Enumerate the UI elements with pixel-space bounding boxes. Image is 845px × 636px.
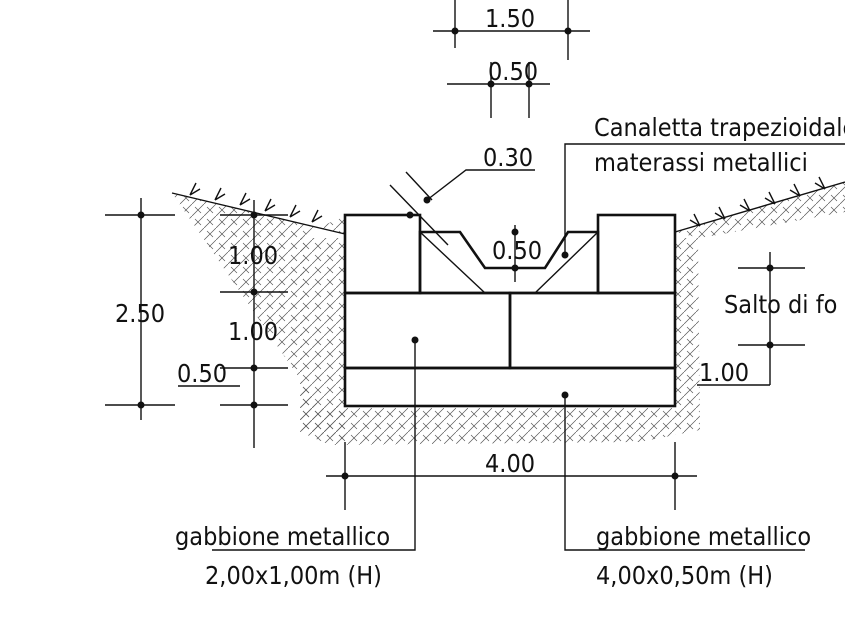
gabion-middle-left [343, 291, 512, 370]
gabion-right-leader [564, 395, 805, 551]
dim-channel-depth-label: 0.50 [492, 236, 542, 265]
gabion-upper-right [596, 213, 677, 295]
channel-label-line2: materassi metallici [594, 148, 808, 177]
dim-top-channel-label: 0.50 [488, 57, 538, 86]
gabion-middle-right [508, 291, 677, 370]
dim-upper-layer-label: 1.00 [228, 241, 278, 270]
gabion-left-leader [212, 340, 416, 551]
dim-base-width-label: 4.00 [485, 449, 535, 478]
ground-line-right [674, 181, 845, 233]
gabion-right-label-line1: gabbione metallico [596, 522, 811, 551]
dim-total-height-label: 2.50 [115, 299, 165, 328]
soil-hatch-excavation [300, 238, 700, 445]
channel-inner-outline [419, 231, 599, 294]
gabion-base [343, 366, 677, 408]
gabion-left-label-line2: 2,00x1,00m (H) [205, 561, 382, 590]
dim-middle-layer-label: 1.00 [228, 317, 278, 346]
grass-symbols-right [689, 176, 826, 227]
soil-hatch-right-bank [675, 182, 845, 238]
gabion-right-label-line2: 4,00x0,50m (H) [596, 561, 773, 590]
gabion-upper-left [343, 213, 422, 295]
drop-label: Salto di fo [724, 290, 837, 319]
dim-slope [389, 169, 535, 246]
gabion-left-label-line1: gabbione metallico [175, 522, 390, 551]
ground-line-left [171, 192, 346, 235]
dim-drop-height-label: 1.00 [699, 358, 749, 387]
dim-top-channel [447, 62, 550, 118]
grass-symbols-left [189, 182, 323, 223]
channel-label-leader [564, 143, 845, 255]
dim-base-layer-label: 0.50 [177, 359, 227, 388]
channel-label-line1: Canaletta trapezioidale [594, 113, 845, 142]
dim-top-width-label: 1.50 [485, 4, 535, 33]
dim-slope-label: 0.30 [483, 143, 533, 172]
